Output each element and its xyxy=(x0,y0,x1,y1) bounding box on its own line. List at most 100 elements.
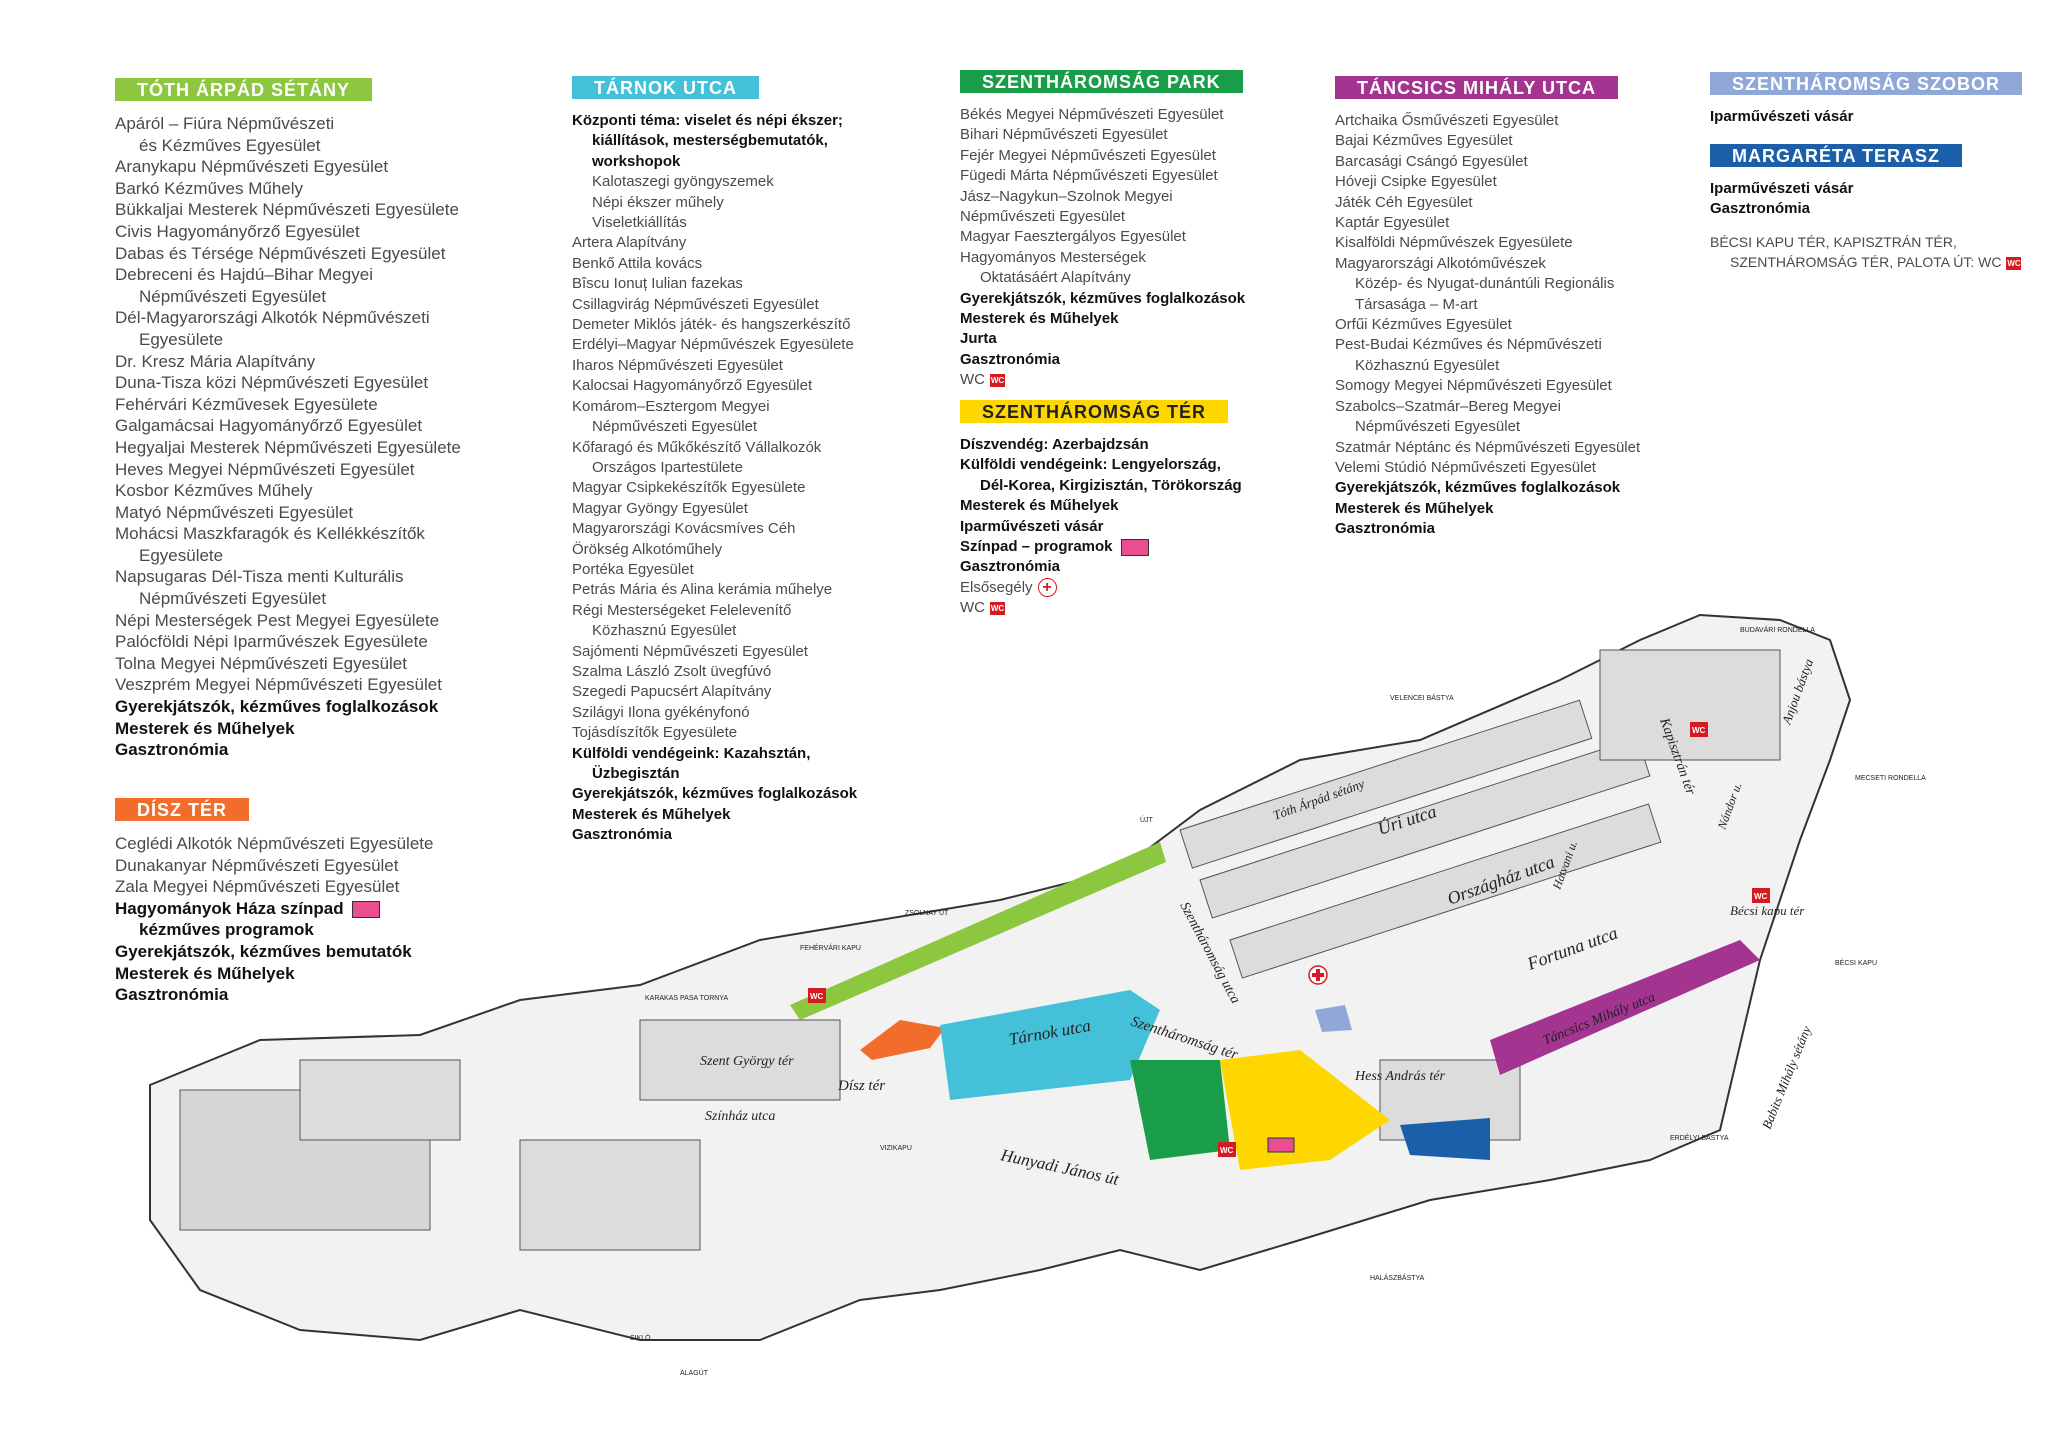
list-item: Díszvendég: Azerbajdzsán xyxy=(960,436,1149,453)
list-item: Aranykapu Népművészeti Egyesület xyxy=(115,157,389,177)
list-item: Ceglédi Alkotók Népművészeti Egyesülete xyxy=(115,834,434,853)
list-item: Dabas és Térsége Népművészeti Egyesület xyxy=(115,243,446,263)
first-aid-icon xyxy=(1308,965,1328,985)
svg-text:WC: WC xyxy=(1692,726,1706,735)
wc-marker-park xyxy=(1218,1142,1236,1157)
list-item: Mesterek és Műhelyek xyxy=(960,497,1119,515)
list-item: Szilágyi Ilona gyékényfonó xyxy=(572,703,750,721)
caption-karakas: KARAKAS PASA TORNYA xyxy=(645,995,728,1002)
list-item: Gasztronómia xyxy=(960,558,1061,576)
list-item: Hóveji Csipke Egyesület xyxy=(1335,173,1497,191)
first-aid-text: Elsősegély xyxy=(960,578,1033,596)
caption-siklo: SIKLÓ xyxy=(630,1333,651,1342)
list-item: Galgamácsai Hagyományőrző Egyesület xyxy=(115,416,423,436)
map-wc-markers: WC WC WC WC xyxy=(808,722,1770,1157)
list-item: Játék Céh Egyesület xyxy=(1335,193,1473,211)
caption-zsolnay: ZSOLNAY ÚT xyxy=(905,908,949,917)
wc-icon: WC xyxy=(2006,257,2022,271)
list-item: Országos Ipartestülete xyxy=(592,458,743,476)
street-label-szinhaz: Színház utca xyxy=(705,1109,775,1124)
list-item: Népi ékszer műhely xyxy=(592,193,724,211)
section-title: TÓTH ÁRPÁD SÉTÁNY xyxy=(115,78,373,101)
list-item: Magyarországi Alkotóművészek xyxy=(1335,254,1546,272)
list-item: workshopok xyxy=(592,152,681,170)
section-title: DÍSZ TÉR xyxy=(115,798,250,821)
list-item: Fehérvári Kézművesek Egyesülete xyxy=(115,394,378,414)
section-tancsics-mihaly-utca: TÁNCSICS MIHÁLY UTCA Artchaika Ősművésze… xyxy=(1335,76,1640,540)
section-title: TÁRNOK UTCA xyxy=(572,76,759,99)
list-item: Iharos Népművészeti Egyesület xyxy=(572,356,783,374)
list-item: Viseletkiállítás xyxy=(592,214,687,232)
section-title: SZENTHÁROMSÁG SZOBOR xyxy=(1710,72,2023,95)
street-label-szent-gyorgy: Szent György tér xyxy=(700,1054,794,1069)
list-item: Napsugaras Dél-Tisza menti Kulturális xyxy=(115,567,404,587)
caption-alagut: ALAGÚT xyxy=(680,1368,709,1377)
section-list: Iparművészeti vásár xyxy=(1710,107,2022,127)
list-item: Népi Mesterségek Pest Megyei Egyesülete xyxy=(115,610,440,630)
zone-szentharomsag-park xyxy=(1130,1060,1230,1160)
section-szentharomsag-szobor: SZENTHÁROMSÁG SZOBOR Iparművészeti vásár xyxy=(1710,72,2023,127)
list-item: Dunakanyar Népművészeti Egyesület xyxy=(115,855,399,875)
section-title: SZENTHÁROMSÁG PARK xyxy=(960,70,1243,93)
list-item: Szatmár Néptánc és Népművészeti Egyesüle… xyxy=(1335,438,1641,456)
list-item: Velemi Stúdió Népművészeti Egyesület xyxy=(1335,458,1596,476)
list-item: Színpad – programok xyxy=(960,537,1242,557)
list-item: Sajómenti Népművészeti Egyesület xyxy=(572,642,808,660)
list-item: Civis Hagyományőrző Egyesület xyxy=(115,221,360,241)
list-item: és Kézműves Egyesület xyxy=(139,135,321,155)
wc-text: WC xyxy=(960,599,985,617)
list-item: Gyerekjátszók, kézműves foglalkozások xyxy=(115,697,439,717)
caption-budavari: BUDAVÁRI RONDELLA xyxy=(1740,625,1815,634)
list-item: Külföldi vendégeink: Kazahsztán, xyxy=(572,744,811,762)
list-item: Iparművészeti vásár xyxy=(960,517,1104,535)
list-item: Debreceni és Hajdú–Bihar Megyei xyxy=(115,265,373,285)
list-item: Gyerekjátszók, kézműves bemutatók xyxy=(115,941,412,961)
list-item: Kalotaszegi gyöngyszemek xyxy=(592,173,774,191)
street-label-babits: Babits Mihály sétány xyxy=(1759,1024,1814,1132)
list-item: Dél-Magyarországi Alkotók Népművészeti xyxy=(115,308,430,328)
list-item: Iparművészeti vásár xyxy=(1710,180,1854,197)
section-title: TÁNCSICS MIHÁLY UTCA xyxy=(1335,76,1619,99)
list-item: Szabolcs–Szatmár–Bereg Megyei xyxy=(1335,397,1561,415)
caption-fehervari-kapu: FEHÉRVÁRI KAPU xyxy=(800,943,861,952)
list-item: Népművészeti Egyesület xyxy=(139,589,327,609)
list-item: Népművészeti Egyesület xyxy=(960,208,1126,226)
list-item: Orfűi Kézműves Egyesület xyxy=(1335,316,1512,334)
list-item: Régi Mesterségeket Felelevenítő xyxy=(572,601,792,619)
svg-text:WC: WC xyxy=(1754,892,1768,901)
zone-szentharomsag-ter xyxy=(1220,1050,1390,1170)
list-item: Magyar Faesztergályos Egyesület xyxy=(960,228,1186,246)
list-item: Magyar Gyöngy Egyesület xyxy=(572,499,748,517)
list-item: Gyerekjátszók, kézműves foglalkozások xyxy=(1335,479,1621,497)
caption-halaszbastya: HALÁSZBÁSTYA xyxy=(1370,1273,1425,1282)
list-item: Dél-Korea, Kirgizisztán, Törökország xyxy=(980,476,1242,494)
list-item: Örökség Alkotóműhely xyxy=(572,540,723,558)
list-item: Jurta xyxy=(960,330,997,348)
list-item: Dr. Kresz Mária Alapítvány xyxy=(115,351,316,371)
list-item: Komárom–Esztergom Megyei xyxy=(572,397,770,415)
section-tarnok-utca: TÁRNOK UTCA Központi téma: viselet és né… xyxy=(572,76,857,846)
list-item: Közép- és Nyugat-dunántúli Regionális xyxy=(1355,275,1615,293)
caption-erdelyi-bastya: ERDÉLYI BÁSTYA xyxy=(1670,1133,1729,1142)
list-item: Gyerekjátszók, kézműves foglalkozások xyxy=(572,785,858,803)
section-list: Díszvendég: Azerbajdzsán Külföldi vendég… xyxy=(960,435,1242,619)
svg-text:WC: WC xyxy=(810,992,824,1001)
list-item: Barcasági Csángó Egyesület xyxy=(1335,152,1528,170)
zone-tancsics-mihaly-utca xyxy=(1490,940,1760,1075)
list-item: Duna-Tisza közi Népművészeti Egyesület xyxy=(115,373,429,393)
stage-legend-swatch xyxy=(1120,538,1149,556)
list-item-text: SZENTHÁROMSÁG TÉR, PALOTA ÚT: WC xyxy=(1730,254,2002,271)
list-item: Kosbor Kézműves Műhely xyxy=(115,481,313,501)
list-item: Kőfaragó és Műkőkészítő Vállalkozók xyxy=(572,438,822,456)
list-item-text: Hagyományok Háza színpad xyxy=(115,898,344,918)
list-item: Népművészeti Egyesület xyxy=(1355,418,1521,436)
list-item: Közhasznú Egyesület xyxy=(1355,356,1500,374)
zone-tarnok-utca xyxy=(940,990,1160,1100)
list-item: SZENTHÁROMSÁG TÉR, PALOTA ÚT: WC WC xyxy=(1710,252,2022,272)
list-item: Petrás Mária és Alina kerámia műhelye xyxy=(572,581,833,599)
list-item: Fejér Megyei Népművészeti Egyesület xyxy=(960,146,1216,164)
list-item: Gasztronómia xyxy=(960,350,1061,368)
wc-marker-disz xyxy=(808,988,826,1003)
